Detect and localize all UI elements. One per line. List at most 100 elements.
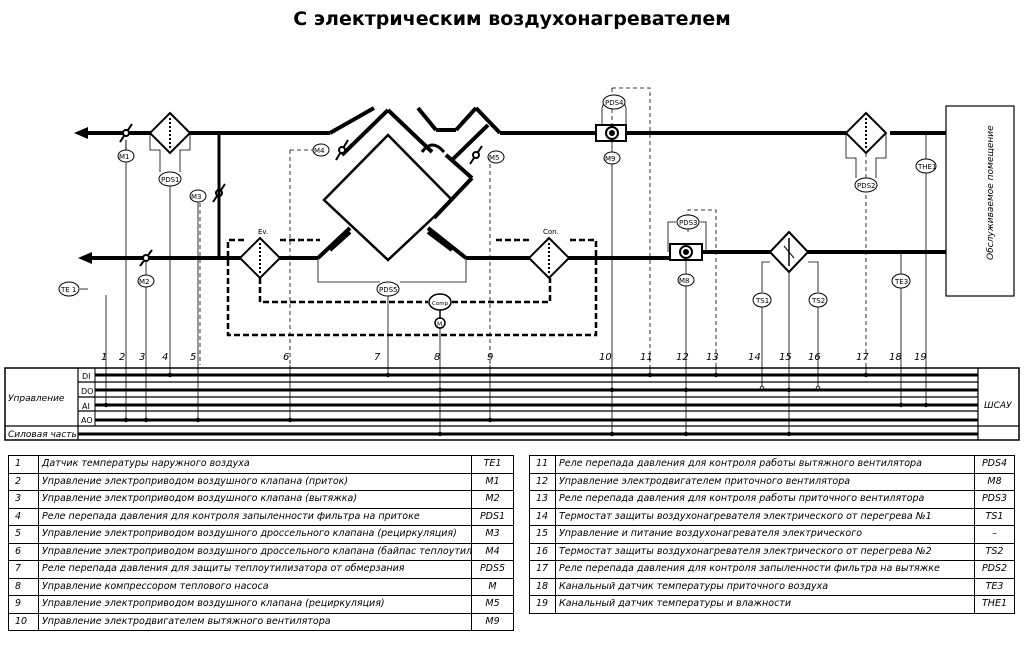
legend-code: PDS1 <box>471 507 514 526</box>
room-label: Обслуживаемое помещение <box>986 125 996 260</box>
legend-number: 19 <box>529 595 556 614</box>
legend-number: 4 <box>8 507 39 526</box>
legend-number: 17 <box>529 560 556 579</box>
column-number: 16 <box>808 352 821 363</box>
damper-m5 <box>469 145 483 165</box>
column-number: 9 <box>487 352 493 363</box>
legend-number: 18 <box>529 577 556 596</box>
damper-m3 <box>212 133 226 258</box>
column-number: 14 <box>748 352 761 363</box>
column-number: 15 <box>779 352 792 363</box>
column-number: 7 <box>374 352 381 363</box>
legend-description: Термостат защиты воздухонагревателя элек… <box>555 507 975 526</box>
te1-sensor <box>58 281 80 297</box>
legend-number: 14 <box>529 507 556 526</box>
legend-description: Реле перепада давления для контроля рабо… <box>555 455 975 474</box>
legend-number: 3 <box>8 490 39 509</box>
legend-description: Канальный датчик температуры приточного … <box>555 577 975 596</box>
page-title: С электрическим воздухонагревателем <box>293 8 731 30</box>
pds3-label: PDS3 <box>679 219 698 227</box>
legend-number: 5 <box>8 525 39 544</box>
do-label: DO <box>81 387 93 396</box>
ao-label: AO <box>81 416 93 425</box>
column-number: 4 <box>162 352 168 363</box>
legend-code: PDS4 <box>974 455 1015 474</box>
legend-number: 8 <box>8 577 39 596</box>
supply-fan-m8 <box>669 243 703 261</box>
legend-code: M5 <box>471 595 514 614</box>
legend-description: Канальный датчик температуры и влажности <box>555 595 975 614</box>
evaporator-label: Ev. <box>258 228 268 236</box>
pds3-sensor <box>676 214 700 230</box>
legend-code: TS1 <box>974 507 1015 526</box>
legend-code: TE1 <box>471 455 514 474</box>
column-number: 19 <box>914 352 927 363</box>
legend-number: 6 <box>8 542 39 561</box>
power-row-label: Силовая часть <box>8 430 77 440</box>
legend-number: 12 <box>529 472 556 491</box>
legend-description: Управление и питание воздухонагревателя … <box>555 525 975 544</box>
legend-code: M <box>471 577 514 596</box>
m5-actuator <box>487 150 505 164</box>
damper-m2 <box>139 249 153 267</box>
m8-label: M8 <box>679 277 690 285</box>
legend-code: PDS5 <box>471 560 514 579</box>
ts2-label: TS2 <box>811 297 825 305</box>
supply-filter <box>148 111 192 155</box>
damper-m1 <box>119 123 133 150</box>
column-number: 11 <box>640 352 653 363</box>
condenser <box>527 236 571 280</box>
pds2-sensor <box>854 177 878 193</box>
column-number: 1 <box>101 352 107 363</box>
legend-description: Реле перепада давления для защиты теплоу… <box>38 560 472 579</box>
legend-code: THE1 <box>974 595 1015 614</box>
column-number: 12 <box>676 352 689 363</box>
ts1-label: TS1 <box>755 297 769 305</box>
legend-description: Управление компрессором теплового насоса <box>38 577 472 596</box>
legend-code: M4 <box>471 542 514 561</box>
legend-description: Термостат защиты воздухонагревателя элек… <box>555 542 975 561</box>
supply-duct <box>82 106 948 135</box>
legend-code: PDS2 <box>974 560 1015 579</box>
di-label: DI <box>82 372 91 381</box>
legend-number: 7 <box>8 560 39 579</box>
legend-number: 10 <box>8 612 39 631</box>
legend-code: M9 <box>471 612 514 631</box>
legend-description: Реле перепада давления для контроля рабо… <box>555 490 975 509</box>
legend-code: M2 <box>471 490 514 509</box>
column-number: 10 <box>599 352 612 363</box>
legend-description: Датчик температуры наружного воздуха <box>38 455 472 474</box>
refrigerant-loop <box>226 238 598 337</box>
m1-label: M1 <box>119 153 130 161</box>
m4-label: M4 <box>314 147 325 155</box>
column-number: 18 <box>889 352 902 363</box>
legend-number: 9 <box>8 595 39 614</box>
legend-code: M3 <box>471 525 514 544</box>
legend-description: Управление электроприводом воздушного кл… <box>38 595 472 614</box>
pds2-label: PDS2 <box>857 182 876 190</box>
column-number: 8 <box>434 352 440 363</box>
legend-number: 1 <box>8 455 39 474</box>
exhaust-fan-m9 <box>595 124 627 142</box>
pds4-sensor <box>602 94 626 110</box>
m2-label: M2 <box>139 278 150 286</box>
te1-label: TE 1 <box>60 286 76 294</box>
column-number: 13 <box>706 352 719 363</box>
legend-description: Управление электроприводом воздушного кл… <box>38 472 472 491</box>
pds5-label: PDS5 <box>379 286 398 294</box>
column-number: 6 <box>283 352 289 363</box>
legend-description: Управление электроприводом воздушного др… <box>38 542 472 561</box>
legend-code: M8 <box>974 472 1015 491</box>
